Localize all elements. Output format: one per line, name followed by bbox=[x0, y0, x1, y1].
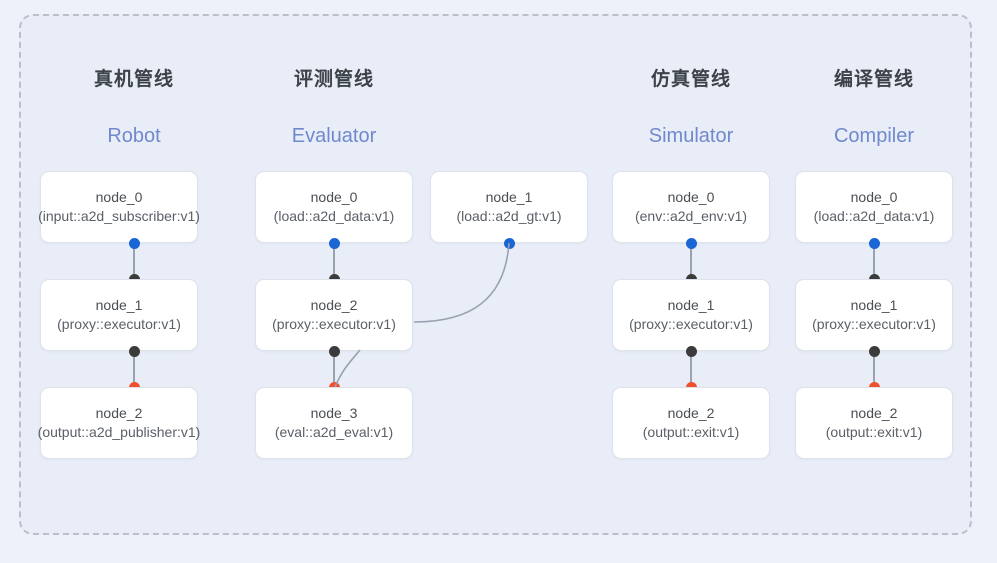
node-type: (output::exit:v1) bbox=[825, 424, 923, 440]
node-type: (load::a2d_data:v1) bbox=[273, 208, 395, 224]
column-subtitle-robot: Robot bbox=[107, 125, 161, 147]
node-name: node_0 bbox=[850, 188, 898, 205]
node-robot-1[interactable]: node_1 (proxy::executor:v1) bbox=[40, 279, 198, 351]
node-compiler-1[interactable]: node_1 (proxy::executor:v1) bbox=[795, 279, 953, 351]
node-name: node_2 bbox=[95, 404, 143, 421]
node-compiler-2[interactable]: node_2 (output::exit:v1) bbox=[795, 387, 953, 459]
column-subtitle-simulator: Simulator bbox=[648, 125, 734, 147]
node-name: node_1 bbox=[485, 188, 533, 205]
node-compiler-0[interactable]: node_0 (load::a2d_data:v1) bbox=[795, 171, 953, 243]
node-name: node_2 bbox=[667, 404, 715, 421]
edge-evaluator-0-2 bbox=[333, 242, 335, 278]
node-evaluator-1[interactable]: node_1 (load::a2d_gt:v1) bbox=[430, 171, 588, 243]
node-name: node_2 bbox=[850, 404, 898, 421]
node-robot-2[interactable]: node_2 (output::a2d_publisher:v1) bbox=[37, 387, 201, 459]
node-name: node_1 bbox=[667, 296, 715, 313]
edge-compiler-1-2 bbox=[873, 350, 875, 387]
column-title-compiler: 编译管线 bbox=[833, 69, 914, 90]
node-type: (proxy::executor:v1) bbox=[812, 316, 936, 332]
node-name: node_1 bbox=[850, 296, 898, 313]
column-title-simulator: 仿真管线 bbox=[650, 69, 731, 90]
port-dot-black-robot-1-out[interactable] bbox=[128, 345, 140, 357]
port-dot-black-evaluator-2-out[interactable] bbox=[328, 345, 340, 357]
edge-evaluator-2-3 bbox=[333, 350, 335, 387]
node-name: node_3 bbox=[310, 404, 358, 421]
port-dot-blue-evaluator-0[interactable] bbox=[328, 237, 340, 249]
node-name: node_1 bbox=[95, 296, 143, 313]
node-simulator-0[interactable]: node_0 (env::a2d_env:v1) bbox=[612, 171, 770, 243]
column-title-evaluator: 评测管线 bbox=[293, 69, 374, 90]
node-type: (load::a2d_gt:v1) bbox=[456, 208, 562, 224]
node-type: (env::a2d_env:v1) bbox=[634, 208, 748, 224]
node-type: (input::a2d_subscriber:v1) bbox=[38, 208, 200, 224]
port-dot-black-simulator-1-out[interactable] bbox=[685, 345, 697, 357]
node-name: node_0 bbox=[310, 188, 358, 205]
column-subtitle-evaluator: Evaluator bbox=[291, 125, 377, 147]
port-dot-blue-robot-0[interactable] bbox=[128, 237, 140, 249]
edge-simulator-0-1 bbox=[690, 242, 692, 278]
port-dot-blue-compiler-0[interactable] bbox=[868, 237, 880, 249]
node-evaluator-0[interactable]: node_0 (load::a2d_data:v1) bbox=[255, 171, 413, 243]
edge-robot-0-1 bbox=[133, 242, 135, 278]
node-type: (output::exit:v1) bbox=[642, 424, 740, 440]
node-name: node_2 bbox=[310, 296, 358, 313]
node-type: (output::a2d_publisher:v1) bbox=[37, 424, 201, 440]
node-evaluator-2[interactable]: node_2 (proxy::executor:v1) bbox=[255, 279, 413, 351]
node-type: (eval::a2d_eval:v1) bbox=[274, 424, 394, 440]
edge-robot-1-2 bbox=[133, 350, 135, 387]
port-dot-black-compiler-1-out[interactable] bbox=[868, 345, 880, 357]
port-dot-blue-evaluator-1[interactable] bbox=[503, 237, 515, 249]
edge-simulator-1-2 bbox=[690, 350, 692, 387]
column-title-robot: 真机管线 bbox=[93, 69, 174, 90]
edge-compiler-0-1 bbox=[873, 242, 875, 278]
node-simulator-2[interactable]: node_2 (output::exit:v1) bbox=[612, 387, 770, 459]
node-type: (load::a2d_data:v1) bbox=[813, 208, 935, 224]
node-type: (proxy::executor:v1) bbox=[272, 316, 396, 332]
node-name: node_0 bbox=[95, 188, 143, 205]
column-subtitle-compiler: Compiler bbox=[833, 125, 915, 147]
node-type: (proxy::executor:v1) bbox=[629, 316, 753, 332]
node-type: (proxy::executor:v1) bbox=[57, 316, 181, 332]
port-dot-blue-simulator-0[interactable] bbox=[685, 237, 697, 249]
node-robot-0[interactable]: node_0 (input::a2d_subscriber:v1) bbox=[38, 171, 200, 243]
node-simulator-1[interactable]: node_1 (proxy::executor:v1) bbox=[612, 279, 770, 351]
node-evaluator-3[interactable]: node_3 (eval::a2d_eval:v1) bbox=[255, 387, 413, 459]
node-name: node_0 bbox=[667, 188, 715, 205]
